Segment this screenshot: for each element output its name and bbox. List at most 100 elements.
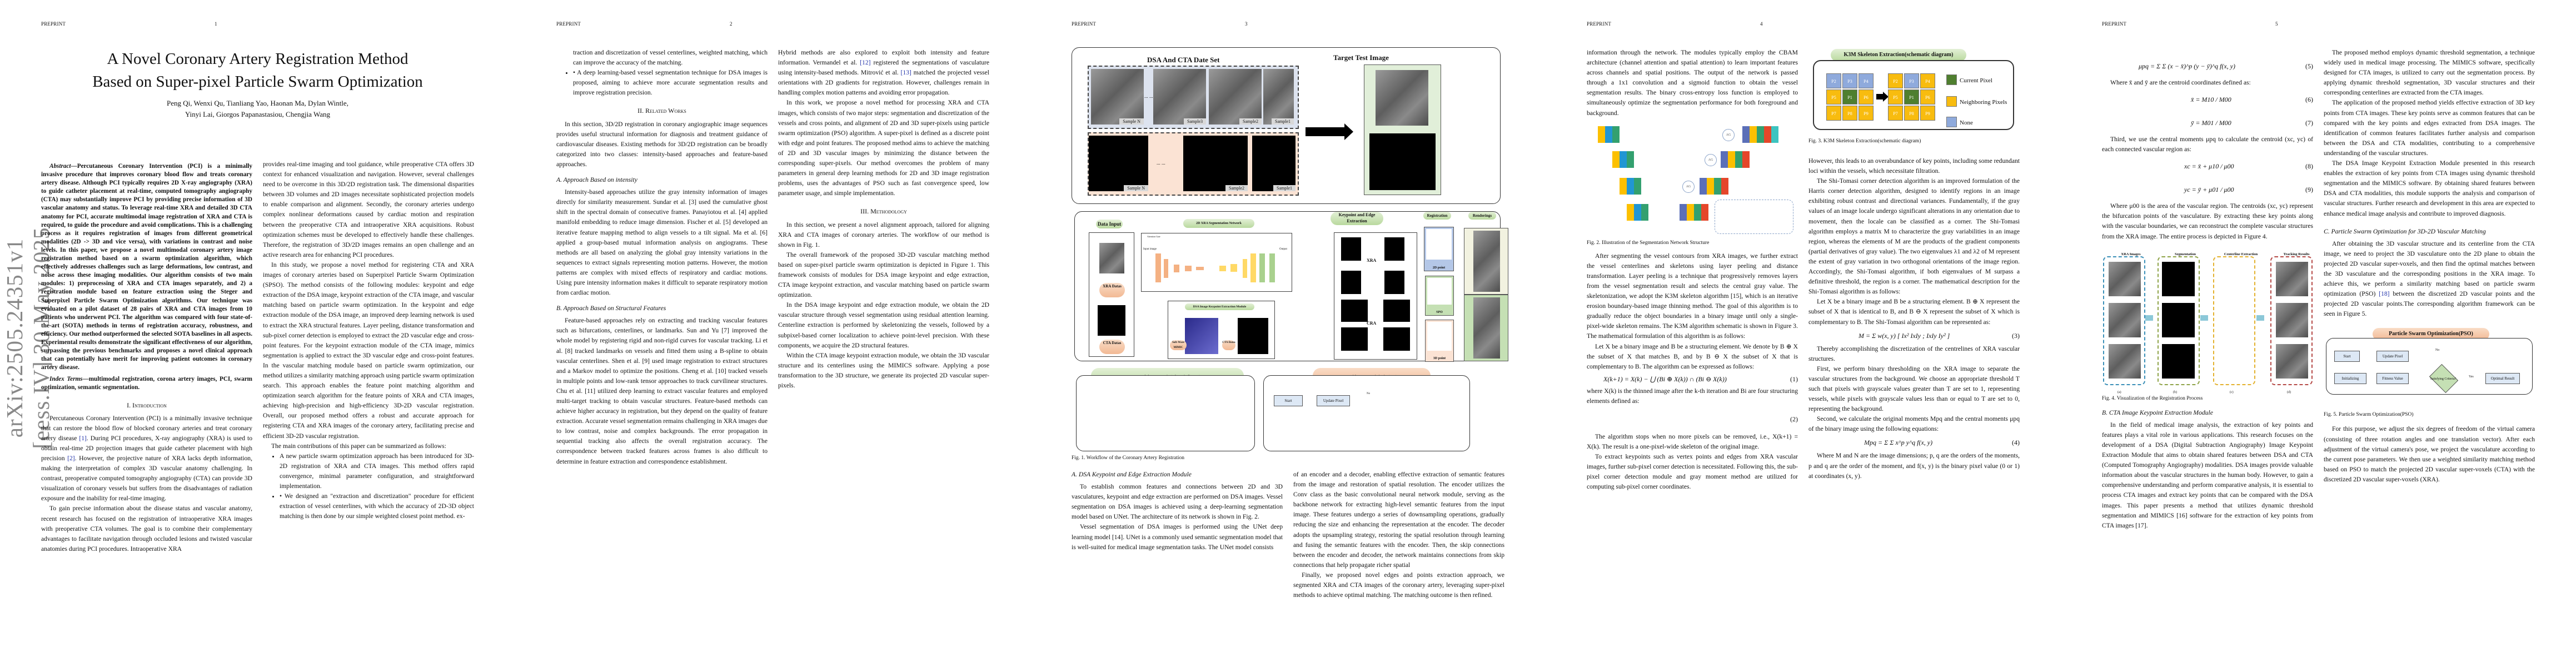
citation-link[interactable]: [13] — [900, 69, 911, 77]
flow-yes-label: Yes — [2469, 375, 2474, 379]
moments-paragraph: Second, we calculate the original moment… — [1808, 415, 2020, 433]
cta-module-paragraph: In the field of medical image analysis, … — [2102, 421, 2313, 529]
dsa-keypoint-module: DSA Image Keypoint Extraction Module Sof… — [1168, 301, 1275, 359]
figure-1-workflow: DSA And CTA Date Set Target Test Image S… — [1072, 47, 1508, 451]
pso-text-b: between the discretized 2D vascular poin… — [2324, 290, 2535, 318]
xra-sample-image: Sample2 — [1209, 69, 1262, 125]
running-header: PREPRINT — [1587, 21, 1612, 27]
page-number: 4 — [1760, 21, 1763, 27]
cra-label: CRA — [1367, 321, 1377, 326]
figure-4-registration-process: XRA Images Segmentation Centerline Extra… — [2102, 250, 2313, 395]
output-block — [1269, 253, 1275, 282]
equation-6: x̄ = M10 / M00 (6) — [2102, 88, 2313, 111]
threshold-paragraph: First, we perform binary thresholding on… — [1808, 365, 2020, 413]
citation-link[interactable]: [12] — [860, 59, 871, 67]
conv-block — [1757, 126, 1764, 143]
legend-box — [1715, 199, 1793, 234]
conv-block — [1721, 151, 1728, 168]
conv-block — [1627, 151, 1634, 168]
running-header: PREPRINT — [2102, 21, 2127, 27]
target-cta-image — [1369, 133, 1436, 190]
conv-block — [1605, 126, 1612, 143]
legend-neighboring-pixels: Neighboring Pixels — [1960, 99, 2007, 106]
contribution-item: • A deep learning-based vessel segmentat… — [573, 68, 768, 98]
rendering-image — [1473, 231, 1500, 292]
running-header: PREPRINT — [556, 21, 581, 27]
pixel-cell: P4 — [1858, 73, 1874, 88]
dimensions-paragraph: Where M and N are the image dimensions; … — [1808, 452, 2020, 480]
renderings-label: Renderings — [1468, 212, 1496, 220]
author-list: Peng Qi, Wenxi Qu, Tianliang Yao, Haonan… — [41, 98, 474, 120]
cta-sample-image: Sample N — [1089, 136, 1148, 191]
conv-block — [1701, 203, 1708, 221]
equation-5-body: μpq = Σ Σ (x − x̄)^p (y − ȳ)^q f(x, y) — [2139, 62, 2235, 70]
page-number: 2 — [730, 21, 733, 27]
unet-paragraph: of an encoder and a decoder, enabling ef… — [1293, 471, 1504, 569]
pixel-cell: P8 — [1904, 106, 1919, 121]
abstract-text: —Percutaneous Coronary Intervention (PCI… — [41, 163, 252, 371]
subsection-heading: B. Approach Based on Structural Features — [556, 305, 666, 312]
figure-2-caption: Fig. 2. Illustration of the Segmentation… — [1587, 240, 1710, 246]
paper-title: A Novel Coronary Artery Registration Met… — [41, 48, 474, 93]
cbam-paragraph: information through the network. The mod… — [1587, 49, 1798, 117]
right-column: of an encoder and a decoder, enabling ef… — [1293, 470, 1504, 600]
flow-no-label: No — [1367, 392, 1371, 395]
pixel-cell: P9 — [1920, 106, 1935, 121]
xra-image — [2109, 344, 2141, 379]
sample-label: Sample N — [1124, 185, 1148, 191]
citation-link[interactable]: [18] — [2379, 290, 2390, 298]
dataset-title: DSA And CTA Date Set — [1147, 56, 1220, 64]
page-1: PREPRINT 1 arXiv:2505.24351v1 [eess.IV] … — [0, 0, 515, 667]
segmentation-image — [2162, 302, 2195, 337]
cta-output-stack — [1238, 318, 1268, 354]
spo-canvas — [1427, 278, 1452, 305]
abstract-label: Abstract — [49, 163, 71, 170]
right-column: provides real-time imaging and tool guid… — [263, 160, 474, 521]
pso-paragraph: After obtaining the 3D vascular structur… — [2324, 239, 2535, 320]
page-5: PREPRINT 5 μpq = Σ Σ (x − x̄)^p (y − ȳ)^… — [2061, 0, 2576, 667]
conv-block — [1641, 203, 1648, 221]
citation-link[interactable]: [1] — [79, 434, 87, 442]
equation-9-number: (9) — [2305, 186, 2313, 194]
contribution-list: • A deep learning-based vessel segmentat… — [556, 68, 768, 98]
cta-stack-icon — [1098, 305, 1125, 336]
equation-8: xc = x̄ + μ10 / μ00 (8) — [2102, 155, 2313, 178]
methodology-paragraph-2: The overall framework of the proposed 3D… — [778, 251, 989, 299]
attention-gate: AG — [1682, 180, 1695, 193]
conv-block — [1728, 151, 1735, 168]
authors-line-1: Peng Qi, Wenxi Qu, Tianliang Yao, Haonan… — [167, 99, 348, 107]
xra-images-group — [2103, 256, 2145, 385]
encoder-block — [1174, 265, 1179, 272]
intro-paragraph-1: Percutaneous Coronary Intervention (PCI)… — [41, 414, 252, 504]
attention-gate: AG — [1722, 128, 1735, 141]
index-terms: Index Terms—multimodal registration, cor… — [41, 375, 252, 392]
mimics-render — [1185, 318, 1218, 354]
section-heading-related-works: II. Related Works — [637, 107, 686, 115]
equation-2-number: (2) — [1790, 415, 1798, 423]
encoder-block — [1185, 266, 1192, 271]
conv-block — [1612, 126, 1620, 143]
module-summary-paragraph: The DSA Image Keypoint Extraction Module… — [2324, 160, 2535, 217]
subsection-heading: B. CTA Image Keypoint Extraction Module — [2102, 409, 2213, 416]
cta-skeleton — [1383, 300, 1410, 322]
citation-link[interactable]: [2] — [67, 455, 75, 462]
cta-keypoints — [1341, 327, 1368, 351]
conv-block — [1620, 177, 1627, 195]
pixel-cell: P5 — [1826, 89, 1841, 104]
right-column: Hybrid methods are also explored to expl… — [778, 48, 989, 391]
conv-block — [1735, 151, 1742, 168]
pixel-cell: P4 — [1920, 73, 1935, 88]
segmentation-image — [2162, 261, 2195, 296]
k3m-title: K3M Skeleton Extraction(schematic diagra… — [1831, 49, 1966, 61]
equation-1: X(k+1) = X(k) − ⋃ (Bi ⊕ X(k)) ∩ (Bi ⊖ X(… — [1587, 372, 1798, 386]
contribution-item: A new particle swarm optimization approa… — [280, 451, 474, 491]
pixel-cell: P8 — [1842, 106, 1857, 121]
related-works-paragraph: In this section, 3D/2D registration in c… — [556, 120, 768, 168]
pixel-cell: P3 — [1842, 73, 1857, 88]
figure-5-caption: Fig. 5. Particle Swarm Optimization(PSO) — [2324, 412, 2414, 418]
figure-2-segmentation-network: AG AG AG — [1587, 126, 1798, 237]
index-terms-label: Index Terms — [49, 376, 83, 383]
encoder-stage — [1612, 151, 1635, 168]
fig4-col-title: XRA Images — [2121, 252, 2141, 256]
